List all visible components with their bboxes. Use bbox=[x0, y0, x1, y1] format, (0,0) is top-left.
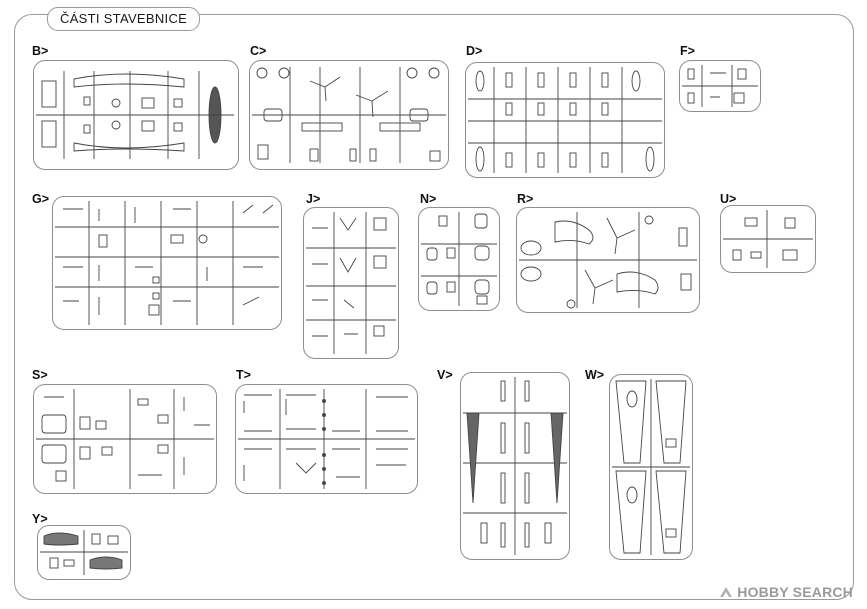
watermark-text: HOBBY SEARCH bbox=[737, 584, 853, 600]
sprue-v-drawing bbox=[463, 377, 567, 555]
sprue-label-j: J> bbox=[306, 192, 321, 206]
sprue-y-drawing bbox=[40, 530, 128, 575]
sprue-label-n: N> bbox=[420, 192, 437, 206]
sprue-s bbox=[33, 384, 217, 494]
sprue-label-w: W> bbox=[585, 368, 605, 382]
sprue-label-c: C> bbox=[250, 44, 267, 58]
sprue-g-drawing bbox=[55, 201, 279, 325]
sprue-u-drawing bbox=[723, 210, 813, 268]
sprue-label-t: T> bbox=[236, 368, 251, 382]
sprue-d bbox=[465, 62, 665, 178]
sprue-t bbox=[235, 384, 418, 494]
sprue-u bbox=[720, 205, 816, 273]
sprue-v bbox=[460, 372, 570, 560]
page-title: ČÁSTI STAVEBNICE bbox=[47, 7, 201, 31]
sprue-label-f: F> bbox=[680, 44, 695, 58]
sprue-label-g: G> bbox=[32, 192, 50, 206]
watermark: HOBBY SEARCH bbox=[719, 584, 853, 600]
sprue-d-drawing bbox=[468, 67, 662, 173]
sprue-n bbox=[418, 207, 500, 311]
sprue-w-drawing bbox=[612, 379, 690, 555]
sprue-label-r: R> bbox=[517, 192, 534, 206]
sprue-label-y: Y> bbox=[32, 512, 48, 526]
sprue-t-drawing bbox=[238, 389, 415, 489]
sprue-r-drawing bbox=[519, 212, 697, 309]
sprue-c-drawing bbox=[252, 67, 446, 163]
sprue-label-d: D> bbox=[466, 44, 483, 58]
sprue-f-drawing bbox=[682, 65, 758, 107]
sprue-label-s: S> bbox=[32, 368, 48, 382]
sprue-g bbox=[52, 196, 282, 330]
sprue-b bbox=[33, 60, 239, 170]
sprue-r bbox=[516, 207, 700, 313]
sprue-n-drawing bbox=[421, 212, 497, 306]
sprue-label-u: U> bbox=[720, 192, 737, 206]
instruction-frame bbox=[14, 14, 854, 600]
sprue-label-b: B> bbox=[32, 44, 49, 58]
sprue-j-drawing bbox=[306, 212, 396, 354]
sprue-b-drawing bbox=[36, 71, 234, 159]
hobby-search-logo-icon bbox=[720, 587, 733, 597]
sprue-y bbox=[37, 525, 131, 580]
sprue-j bbox=[303, 207, 399, 359]
sprue-label-v: V> bbox=[437, 368, 453, 382]
sprue-w bbox=[609, 374, 693, 560]
sprue-s-drawing bbox=[36, 389, 214, 489]
sprue-c bbox=[249, 60, 449, 170]
sprue-f bbox=[679, 60, 761, 112]
